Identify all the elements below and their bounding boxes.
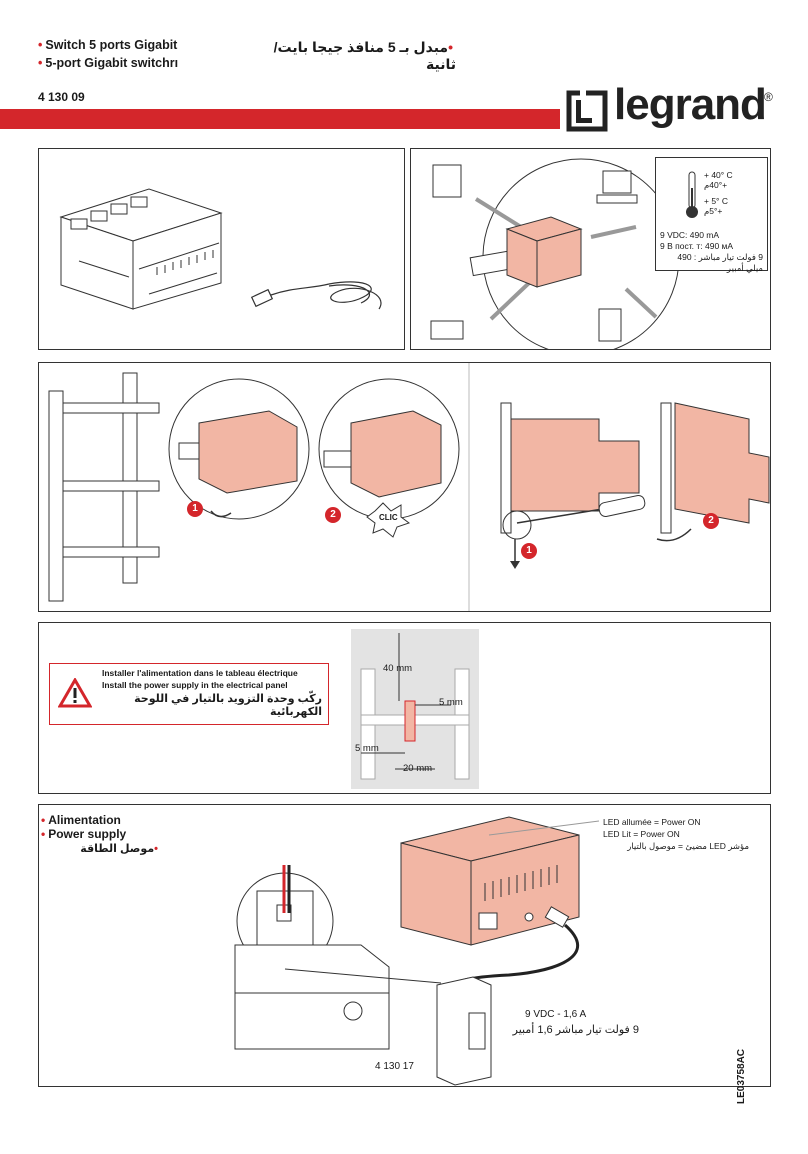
temp-min-ar: +5°م [704, 206, 723, 216]
dim-40mm: 40 mm [383, 663, 413, 674]
title-ar: •مبدل بـ 5 منافذ جيجا بايت/ثانية [273, 39, 456, 72]
dim-20mm: 20 mm [403, 763, 433, 774]
spec-en: 9 VDC: 490 mA [660, 230, 720, 240]
led-fr: LED allumée = Power ON [603, 817, 701, 827]
registered-mark: ® [764, 90, 773, 104]
step-4-badge: 2 [703, 513, 719, 529]
title-fr: •Switch 5 ports Gigabit [38, 38, 178, 52]
spec-ru: 9 В пост. т: 490 мА [660, 241, 734, 251]
temp-min: + 5° C [704, 196, 728, 206]
step-2-badge: 2 [325, 507, 341, 523]
product-ref: 4 130 09 [38, 90, 85, 104]
psu-spec: 9 VDC - 1,6 A [525, 1009, 587, 1020]
warning-box: Installer l'alimentation dans le tableau… [49, 663, 329, 725]
thermometer-icon [686, 171, 698, 218]
dimension-drawing: 40 mm 5 mm 5 mm 20 mm [351, 629, 479, 789]
power-supply-drawing [234, 816, 600, 1086]
dim-5mm-top: 5 mm [439, 697, 463, 708]
panel-network-diagram: + 40° C +40°م + 5° C +5°م 9 VDC: 490 mA … [410, 148, 771, 356]
panel-product-view [38, 148, 405, 350]
temp-max: + 40° C [704, 170, 733, 180]
led-en: LED Lit = Power ON [603, 829, 680, 839]
temp-max-ar: +40°م [704, 180, 728, 190]
psu-spec-ar: 9 فولت تيار مباشر 1,6 أمبير [512, 1024, 639, 1036]
document-code: LE03758AC [736, 1048, 747, 1104]
panel-mounting: 1 2 CLIC 1 2 [38, 362, 771, 612]
spec-box: + 40° C +40°م + 5° C +5°م 9 VDC: 490 mA … [655, 157, 768, 273]
step-3-badge: 1 [521, 543, 537, 559]
spec-ar: 9 فولت تيار مباشر : 490 ميلي أمبير [677, 252, 763, 273]
warning-triangle-icon [58, 678, 92, 708]
legrand-logo: legrand ® [566, 80, 773, 134]
alim-ar: •موصل الطاقة [80, 843, 158, 855]
network-diagram [430, 158, 680, 356]
panel-power-supply: •Alimentation •Power supply •موصل الطاقة [38, 804, 771, 1087]
warning-en: Install the power supply in the electric… [102, 680, 288, 690]
legrand-mark-icon [566, 90, 608, 132]
led-ar: مؤشر LED مضيئ = موصول بالتيار [627, 841, 749, 851]
title-tr: •5-port Gigabit switchrı [38, 56, 179, 70]
panel-warning: Installer l'alimentation dans le tableau… [38, 622, 771, 794]
step-1-badge: 1 [187, 501, 203, 517]
alim-en: •Power supply [41, 827, 127, 841]
warning-fr: Installer l'alimentation dans le tableau… [102, 668, 298, 678]
alim-fr: •Alimentation [41, 813, 121, 827]
header-red-bar [0, 109, 560, 129]
mounting-drawing [48, 363, 770, 611]
clic-label: CLIC [379, 513, 398, 522]
warning-ar: ركّب وحدة التزويد بالتيار في اللوحة الكه… [134, 693, 322, 718]
dim-5mm-bottom: 5 mm [355, 743, 379, 754]
switch-drawing [59, 188, 382, 310]
legrand-wordmark: legrand [614, 80, 767, 129]
psu-ref: 4 130 17 [375, 1061, 414, 1072]
